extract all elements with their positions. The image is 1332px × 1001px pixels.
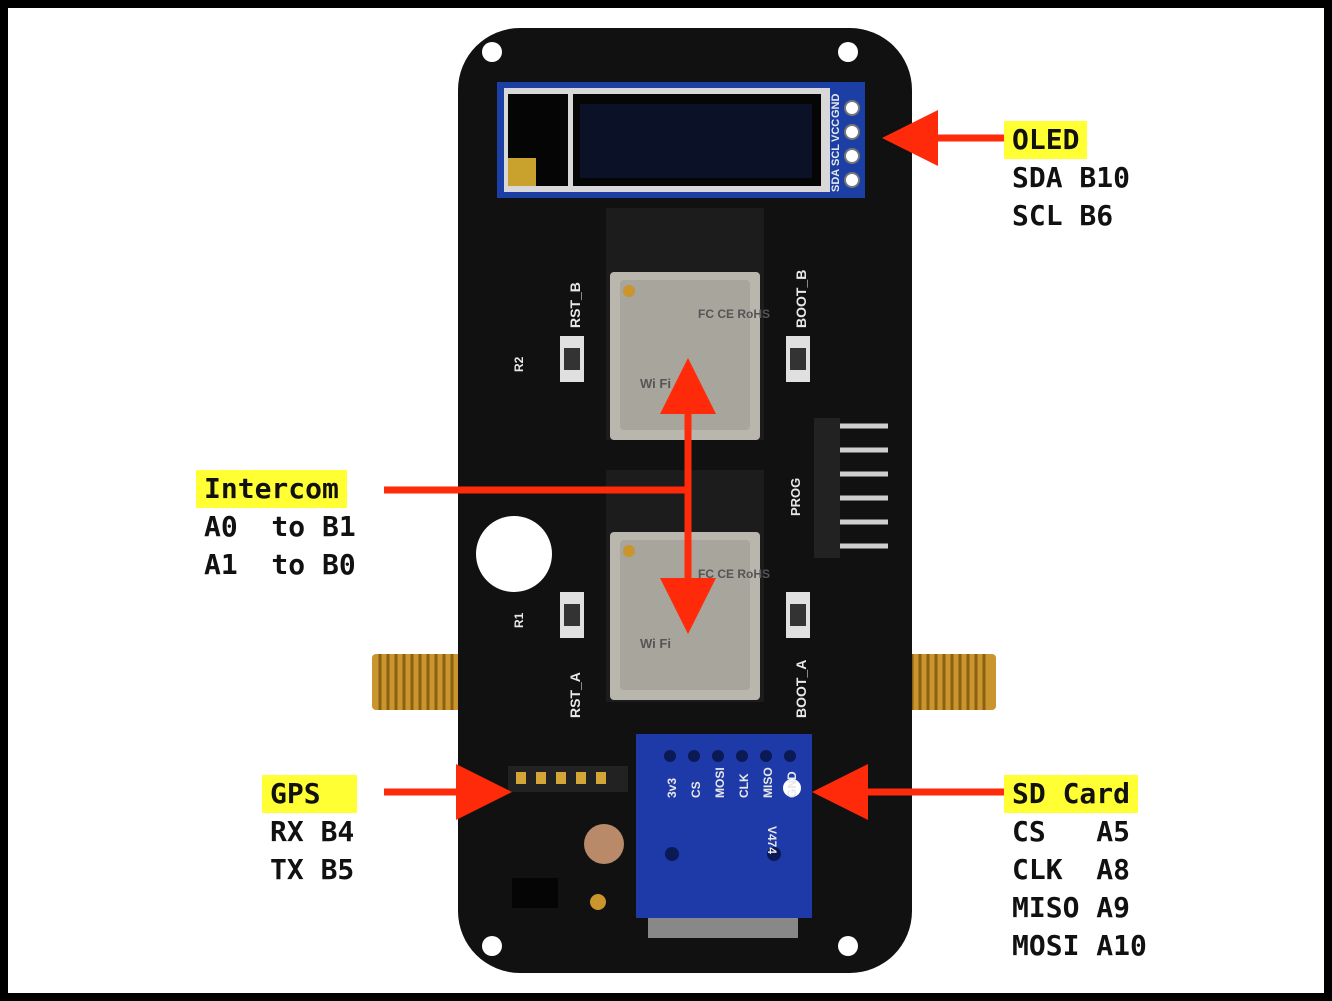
sd-pin-miso: MISO [761, 767, 775, 798]
oled-display-module: SDA SCL VCC GND [497, 82, 865, 198]
oled-pin-scl: SCL [830, 144, 842, 166]
label-rst-a: RST_A [567, 672, 583, 718]
gps-callout: GPS RX B4 TX B5 [262, 775, 357, 889]
intercom-callout-line-1: A0 to B1 [204, 510, 356, 543]
sd-pin-cs: CS [689, 781, 703, 798]
oled-pin-vcc: VCC [830, 119, 842, 142]
label-r2: R2 [512, 356, 526, 372]
sd-card-module [636, 734, 812, 938]
sd-pin-gnd: GND [785, 771, 799, 798]
gps-module [506, 760, 630, 922]
gps-callout-title: GPS [262, 775, 357, 813]
prog-header [814, 418, 888, 558]
intercom-callout: Intercom A0 to B1 A1 to B0 [196, 470, 356, 584]
rohs-label-a: FC CE RoHS [698, 567, 770, 581]
oled-pin-sda: SDA [830, 169, 842, 192]
tactile-buttons [560, 336, 810, 638]
sd-pin-3v3: 3v3 [665, 778, 679, 798]
oled-callout: OLED SDA B10 SCL B6 [1004, 121, 1130, 235]
rohs-label-b: FC CE RoHS [698, 307, 770, 321]
diagram-frame: SDA SCL VCC GND Wi Fi FC CE RoHS Wi Fi F… [8, 8, 1324, 993]
oled-pin-gnd: GND [830, 94, 842, 119]
intercom-callout-title: Intercom [196, 470, 347, 508]
sd-card-callout-title: SD Card [1004, 775, 1139, 813]
sd-model-label: V474 [765, 826, 779, 854]
gps-callout-line-2: TX B5 [270, 853, 355, 886]
sd-pin-clk: CLK [737, 773, 751, 798]
label-rst-b: RST_B [567, 282, 583, 328]
wifi-label-a: Wi Fi [640, 636, 671, 651]
sd-card-callout-line-2: CLK A8 [1012, 853, 1131, 886]
sd-card-callout: SD Card CS A5 CLK A8 MISO A9 MOSI A10 [1004, 775, 1147, 965]
sd-card-callout-line-1: CS A5 [1012, 815, 1131, 848]
oled-callout-line-2: SCL B6 [1012, 199, 1114, 232]
label-boot-a: BOOT_A [793, 660, 809, 718]
gps-callout-line-1: RX B4 [270, 815, 355, 848]
sd-pin-mosi: MOSI [713, 767, 727, 798]
intercom-callout-line-2: A1 to B0 [204, 548, 356, 581]
oled-callout-line-1: SDA B10 [1012, 161, 1131, 194]
mounting-holes [476, 42, 858, 956]
wifi-label-b: Wi Fi [640, 376, 671, 391]
oled-callout-title: OLED [1004, 121, 1088, 159]
label-boot-b: BOOT_B [793, 270, 809, 328]
sd-card-callout-line-4: MOSI A10 [1012, 929, 1147, 962]
label-prog: PROG [788, 478, 803, 516]
board-illustration: SDA SCL VCC GND Wi Fi FC CE RoHS Wi Fi F… [372, 28, 1004, 973]
right-sma-antenna [904, 654, 996, 710]
left-sma-antenna [372, 654, 464, 710]
sd-card-callout-line-3: MISO A9 [1012, 891, 1131, 924]
label-r1: R1 [512, 612, 526, 628]
